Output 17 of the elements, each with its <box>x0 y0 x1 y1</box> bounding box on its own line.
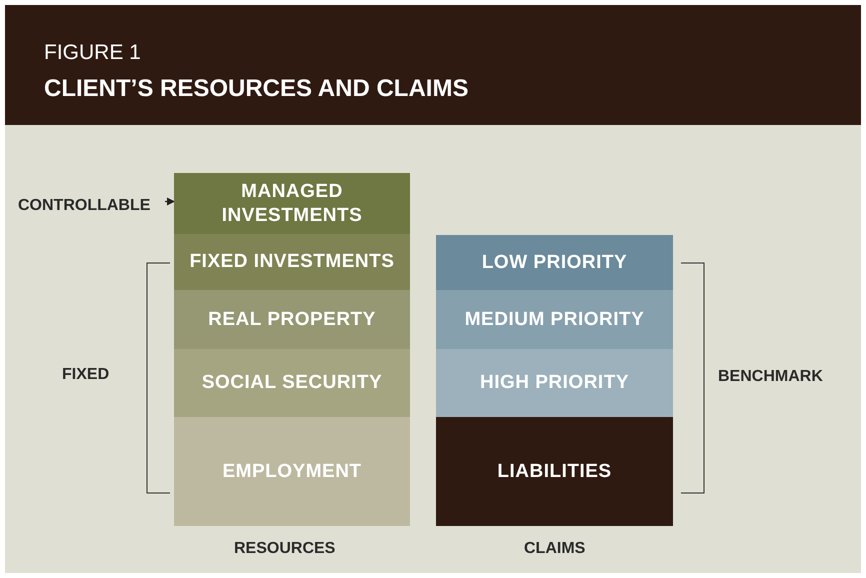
side-label: CONTROLLABLE <box>18 195 164 217</box>
stack-block: SOCIAL SECURITY <box>174 349 410 417</box>
column-label: CLAIMS <box>524 540 586 558</box>
stack-block: MANAGED INVESTMENTS <box>174 173 410 234</box>
stack-block: LIABILITIES <box>436 417 673 526</box>
arrow <box>165 198 175 206</box>
figure-number: FIGURE 1 <box>44 41 141 65</box>
figure-title: CLIENT’S RESOURCES AND CLAIMS <box>44 75 468 103</box>
column-label: RESOURCES <box>234 540 336 558</box>
stack-block: FIXED INVESTMENTS <box>174 234 410 290</box>
stack-block: HIGH PRIORITY <box>436 349 673 417</box>
stack-block: LOW PRIORITY <box>436 235 673 290</box>
stack-block: MEDIUM PRIORITY <box>436 290 673 349</box>
stack-block: REAL PROPERTY <box>174 290 410 349</box>
bracket-label: BENCHMARK <box>718 368 823 386</box>
stack-block: EMPLOYMENT <box>174 417 410 526</box>
bracket-label: FIXED <box>62 366 110 384</box>
